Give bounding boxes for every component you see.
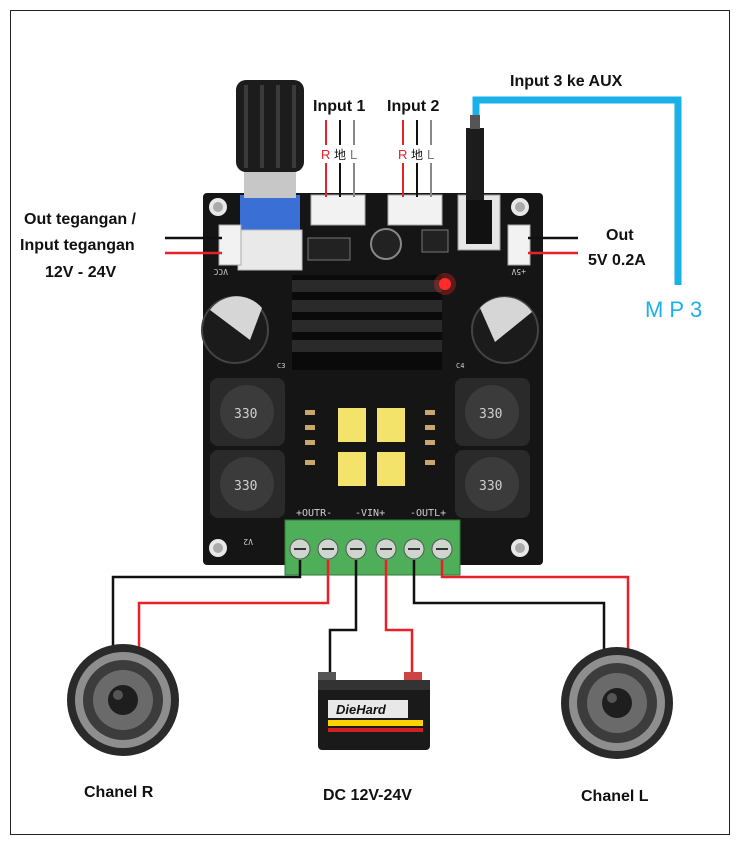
silk-5v: +5V [511, 267, 526, 276]
silk-ind-1: 330 [234, 407, 257, 422]
diagram-frame [10, 10, 730, 835]
speaker-l-wires [412, 560, 630, 655]
out-label-1: Out [606, 227, 634, 244]
silk-outl: -OUTL+ [410, 508, 446, 519]
silk-vcc: VCC [213, 267, 228, 276]
silk-ind-4: 330 [479, 479, 502, 494]
speaker-right-icon [67, 644, 179, 756]
out-label-2: 5V 0.2A [588, 252, 646, 269]
speaker-left-icon [561, 647, 673, 759]
input3-label: Input 3 ke AUX [510, 73, 623, 90]
vcc-wires [165, 236, 222, 255]
silk-ind-3: 330 [479, 407, 502, 422]
smd-components [305, 229, 449, 465]
power-io-label-2: Input tegangan [20, 237, 135, 254]
input1-label: Input 1 [313, 98, 366, 115]
speaker-r-wires [111, 560, 330, 655]
mp3-label: MP3 [645, 297, 708, 322]
input1-connector [310, 194, 366, 226]
input2-connector [387, 194, 443, 226]
volume-knob [236, 80, 304, 271]
battery-brand: DieHard [336, 702, 387, 717]
out5v-connector [507, 224, 531, 266]
silk-ind-2: 330 [234, 479, 257, 494]
channel-l-label: Chanel L [581, 788, 649, 805]
small-capacitor [370, 228, 402, 260]
battery-wires [328, 560, 414, 672]
input2-label: Input 2 [387, 98, 440, 115]
input1-pin-l: L [350, 147, 357, 162]
silk-c4: C4 [456, 362, 464, 370]
dc-label: DC 12V-24V [323, 787, 412, 804]
input2-pin-l: L [427, 147, 434, 162]
screw-terminal [284, 519, 461, 576]
input1-pin-r: R [321, 147, 330, 162]
mounting-holes [209, 198, 529, 557]
silk-v2: V2 [243, 537, 253, 546]
input2-pin-gnd: 地 [411, 148, 423, 162]
battery-icon [318, 672, 430, 750]
power-led [439, 278, 451, 290]
vcc-connector [218, 224, 242, 266]
capacitor-right [471, 296, 539, 364]
out5v-wires [528, 236, 578, 255]
input1-pin-gnd: 地 [334, 148, 346, 162]
heatsink [292, 275, 442, 370]
aux-jack [457, 115, 501, 251]
power-io-label-1: Out tegangan / [24, 211, 137, 228]
silk-outr: +OUTR- [296, 508, 332, 519]
silk-c3: C3 [277, 362, 285, 370]
inductors [210, 378, 530, 518]
power-io-label-3: 12V - 24V [45, 264, 116, 281]
capacitor-left [201, 296, 269, 364]
film-capacitors [338, 408, 405, 486]
channel-r-label: Chanel R [84, 784, 154, 801]
input2-pin-r: R [398, 147, 407, 162]
silk-vin: -VIN+ [355, 508, 385, 519]
